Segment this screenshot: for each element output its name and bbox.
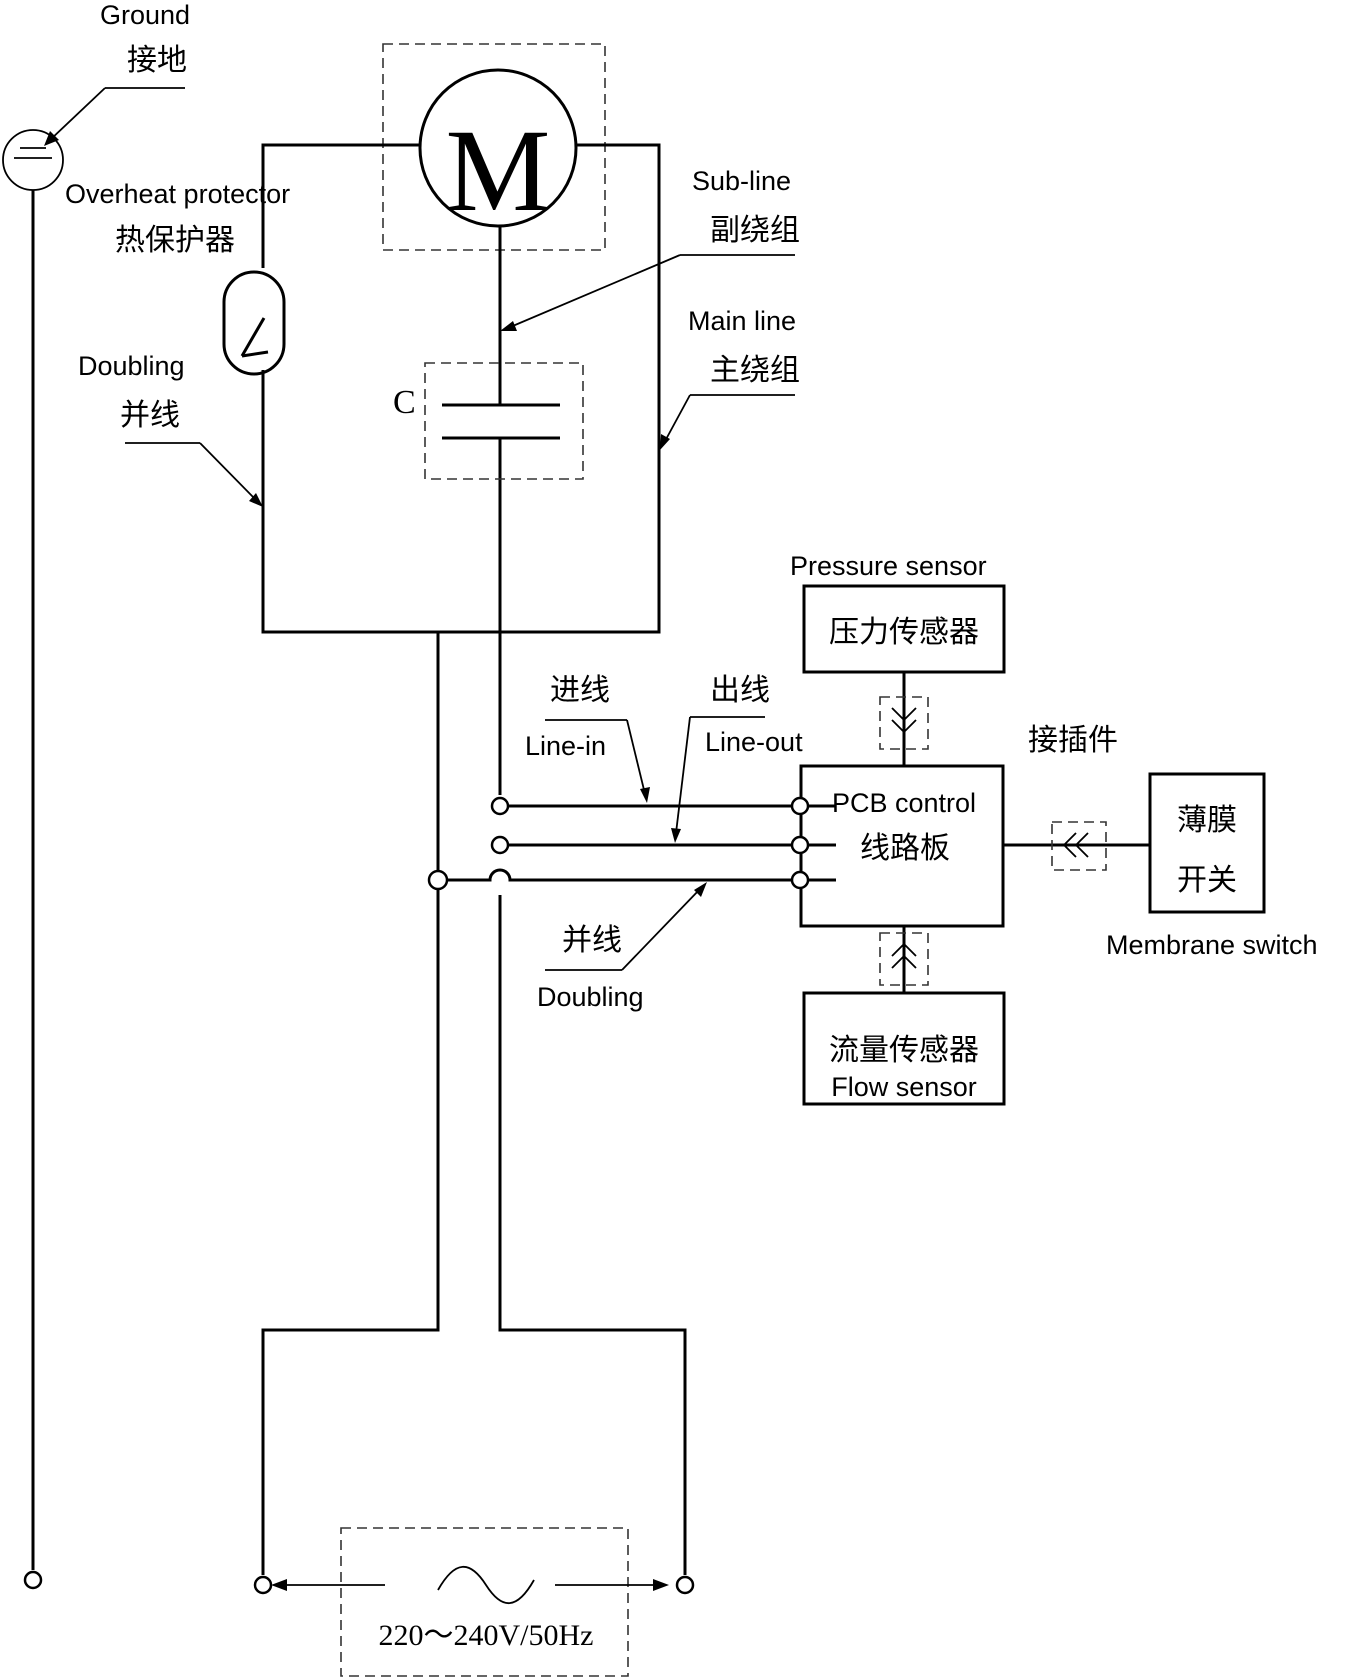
flow-label-en: Flow sensor [831,1072,977,1102]
doubling-junction [427,869,449,891]
membrane-connector [1051,821,1107,871]
overheat-label-en: Overheat protector [65,179,290,209]
lineout-label-en: Line-out [705,727,803,757]
doubling2-label-en: Doubling [537,982,644,1012]
capacitor-label: C [393,384,416,421]
lineout-label-cn: 出线 [710,673,770,708]
supply-label: 220～240V/50Hz [379,1619,594,1652]
power-supply-box [340,1527,629,1677]
line-in-terminal-left [490,796,510,816]
main-line-wire [261,143,661,634]
ac-symbol [437,1566,535,1604]
subline-label-en: Sub-line [692,166,791,196]
supply-right-wire [498,895,687,1575]
doubling2-leader [545,882,707,971]
supply-terminal-left [253,1575,273,1595]
membrane-switch-box [1148,772,1266,914]
pcb-label-en: PCB control [832,788,976,818]
linein-label-cn: 进线 [550,673,610,708]
overheat-label-cn: 热保护器 [115,223,235,258]
doubling-wire [261,630,440,1575]
pressure-connector [879,696,929,750]
ground-symbol [2,129,64,1590]
subline-leader [500,254,795,331]
capacitor-dashed-box [424,362,584,480]
overheat-protector [222,270,286,376]
mainline-leader [660,394,795,450]
linein-leader [545,719,650,803]
line-out-terminal-left [490,835,510,855]
connector-label: 接插件 [1028,723,1118,758]
ground-label-cn: 接地 [127,43,187,78]
doubling-label-en: Doubling [78,351,185,381]
lineout-leader [671,716,765,843]
ground-terminal [23,1570,43,1590]
motor-left-wire [261,143,420,268]
motor-symbol [418,68,578,228]
supply-terminal-right [675,1575,695,1595]
doubling-terminal-right [790,870,810,890]
motor-dashed-box [382,43,606,251]
membrane-label-cn-1: 薄膜 [1177,803,1237,838]
line-in-terminal-right [790,796,810,816]
ground-label-en: Ground [100,0,190,30]
supply-arrow-right [555,1579,669,1591]
flow-sensor-box [802,991,1006,1106]
motor-label: M [446,105,551,236]
flow-label-cn: 流量传感器 [829,1033,979,1068]
subline-label-cn: 副绕组 [710,213,800,248]
membrane-label-cn-2: 开关 [1177,863,1237,898]
pressure-label-cn: 压力传感器 [829,615,979,650]
mainline-label-en: Main line [688,306,796,336]
linein-label-en: Line-in [525,731,606,761]
line-out-terminal-right [790,835,810,855]
membrane-label-en: Membrane switch [1106,930,1318,960]
pressure-label-en: Pressure sensor [790,551,987,581]
doubling2-label-cn: 并线 [562,923,622,958]
ground-leader [44,87,185,146]
doubling-pcb-wire [446,868,792,882]
flow-connector [879,932,929,986]
supply-arrow-left [271,1579,385,1591]
doubling-label-cn: 并线 [120,398,180,433]
mainline-label-cn: 主绕组 [710,353,800,388]
pcb-label-cn: 线路板 [860,831,950,866]
doubling-leader [125,442,263,507]
